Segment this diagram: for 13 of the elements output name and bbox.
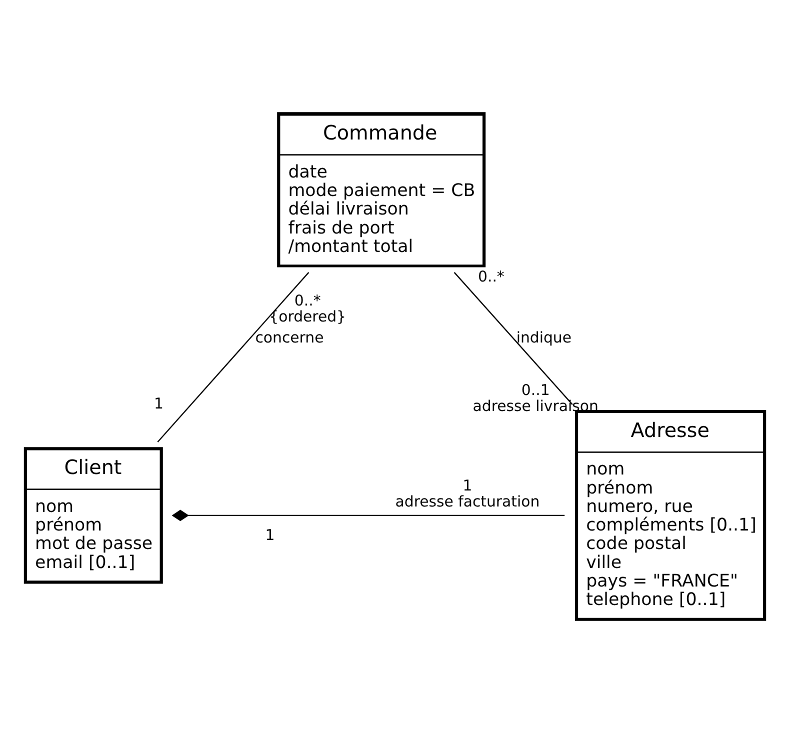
label: 1 — [462, 476, 472, 494]
connector — [453, 272, 572, 404]
label: {ordered} — [268, 307, 346, 326]
connector — [156, 272, 309, 442]
label: 0..* — [294, 290, 320, 309]
label: 0..1 — [520, 380, 550, 399]
edge-label: indique — [516, 328, 572, 346]
label: 1 — [264, 525, 274, 544]
edge-label: concerne — [254, 328, 324, 346]
connector — [171, 509, 564, 521]
label: 0..* — [478, 267, 504, 286]
label: adresse facturation — [394, 492, 540, 510]
label: 1 — [154, 394, 164, 412]
